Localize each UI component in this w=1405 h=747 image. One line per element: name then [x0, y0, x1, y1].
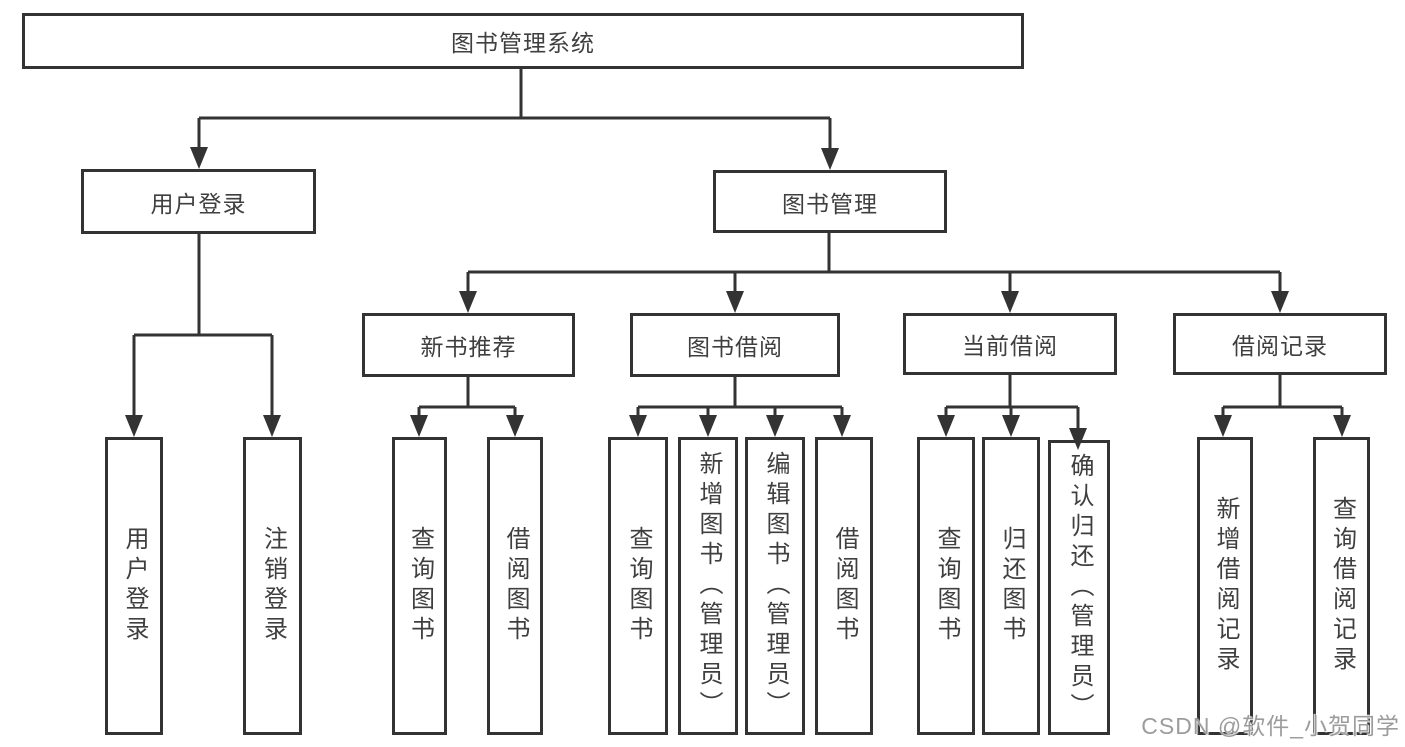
node-label: 新增图书（管理员） [695, 451, 722, 721]
node-label: 图书管理 [782, 190, 878, 217]
node-label: 当前借阅 [962, 333, 1058, 359]
diagram-node-book-mgmt: 图书管理 [713, 170, 947, 233]
diagram-node-current-borrow: 当前借阅 [903, 313, 1117, 375]
node-label: 用户登录 [121, 526, 148, 646]
diagram-node-borrow-records: 借阅记录 [1173, 313, 1387, 375]
diagram-node-bb-borrow-books: 借阅图书 [815, 437, 873, 735]
node-label: 新书推荐 [420, 334, 517, 360]
diagram-node-user-login-branch: 用户登录 [81, 169, 316, 234]
node-label: 确认归还（管理员） [1066, 452, 1093, 723]
node-label: 用户登录 [150, 190, 247, 217]
diagram-node-cb-confirm-return: 确认归还（管理员） [1048, 440, 1110, 735]
node-label: 查询图书 [406, 526, 434, 646]
node-label: 查询借阅记录 [1328, 496, 1356, 676]
diagram-node-cb-query-books: 查询图书 [917, 437, 975, 735]
diagram-node-bb-add-books: 新增图书（管理员） [678, 437, 738, 735]
diagram-node-logout: 注销登录 [243, 437, 302, 735]
node-label: 借阅图书 [502, 526, 529, 646]
node-label: 图书借阅 [687, 334, 783, 360]
diagram-node-bb-query-books: 查询图书 [608, 437, 668, 735]
node-label: 图书管理系统 [451, 30, 595, 56]
node-label: 归还图书 [998, 526, 1025, 646]
node-label: 借阅记录 [1232, 333, 1328, 359]
diagram-node-login: 用户登录 [105, 437, 163, 735]
diagram-node-bb-edit-books: 编辑图书（管理员） [745, 437, 805, 735]
node-label: 查询图书 [933, 526, 960, 646]
node-label: 新增借阅记录 [1212, 496, 1239, 676]
diagram-node-new-book-rec: 新书推荐 [362, 313, 575, 377]
diagram-node-cb-return-books: 归还图书 [982, 437, 1040, 735]
node-label: 编辑图书（管理员） [762, 451, 789, 721]
diagram-node-rec-borrow-books: 借阅图书 [487, 437, 543, 735]
diagram-node-book-borrow: 图书借阅 [630, 313, 840, 377]
csdn-watermark: CSDN @软件_小贺同学 [1141, 713, 1400, 739]
node-label: 借阅图书 [831, 526, 858, 646]
diagram-node-br-add-record: 新增借阅记录 [1197, 437, 1253, 735]
node-label: 查询图书 [625, 526, 652, 646]
node-label: 注销登录 [259, 526, 287, 646]
diagram-node-rec-query-books: 查询图书 [392, 437, 447, 735]
diagram-node-br-query-record: 查询借阅记录 [1313, 437, 1370, 735]
diagram-node-root: 图书管理系统 [22, 13, 1024, 69]
